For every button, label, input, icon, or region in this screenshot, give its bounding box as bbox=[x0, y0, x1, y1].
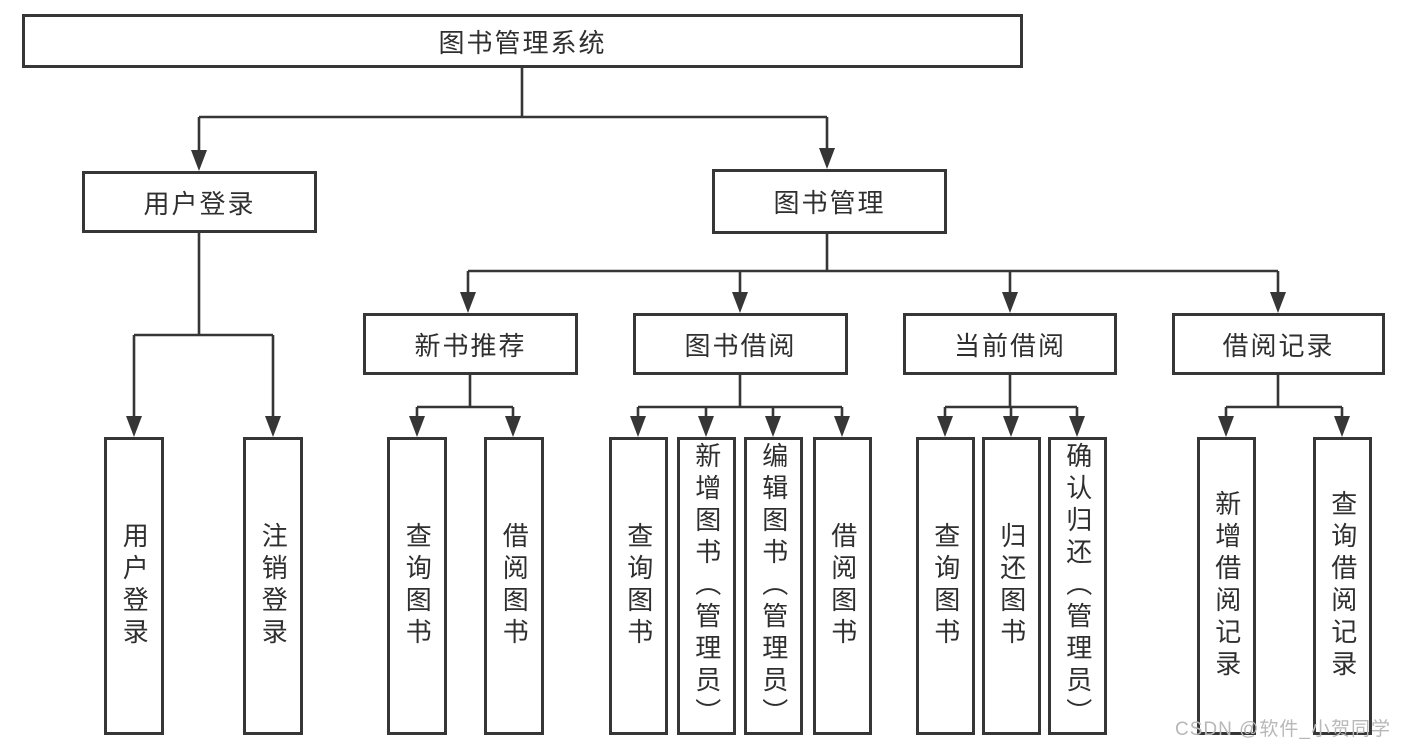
node-current-borrowing: 当前借阅 bbox=[903, 313, 1117, 375]
csdn-watermark: CSDN @软件_小贺同学 bbox=[1175, 719, 1391, 740]
leaf-query-books-recommend: 查询图书 bbox=[387, 437, 447, 735]
node-book-management: 图书管理 bbox=[712, 169, 947, 234]
node-book-borrowing: 图书借阅 bbox=[633, 313, 848, 375]
node-library-management-system: 图书管理系统 bbox=[22, 14, 1023, 68]
leaf-borrow-books-recommend: 借阅图书 bbox=[484, 437, 544, 735]
node-user-login: 用户登录 bbox=[82, 171, 317, 233]
leaf-query-books-current: 查询图书 bbox=[916, 437, 975, 735]
node-new-book-recommendation: 新书推荐 bbox=[363, 313, 578, 375]
leaf-confirm-return-admin: 确认归还（管理员） bbox=[1048, 437, 1107, 735]
leaf-query-borrow-record: 查询借阅记录 bbox=[1313, 437, 1372, 735]
leaf-add-books-admin: 新增图书（管理员） bbox=[677, 437, 736, 735]
leaf-return-books: 归还图书 bbox=[982, 437, 1041, 735]
leaf-borrow-books-borrowing: 借阅图书 bbox=[813, 437, 872, 735]
node-borrowing-records: 借阅记录 bbox=[1172, 313, 1385, 375]
leaf-user-login: 用户登录 bbox=[104, 437, 164, 735]
leaf-edit-books-admin: 编辑图书（管理员） bbox=[744, 437, 803, 735]
leaf-add-borrow-record: 新增借阅记录 bbox=[1197, 437, 1256, 735]
leaf-logout: 注销登录 bbox=[243, 437, 303, 735]
leaf-query-books-borrowing: 查询图书 bbox=[609, 437, 668, 735]
